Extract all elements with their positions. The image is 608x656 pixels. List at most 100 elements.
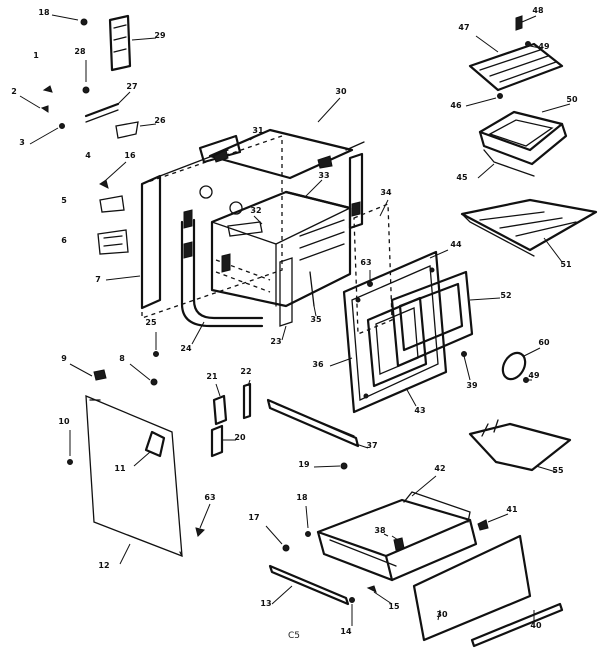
probe-23 [279,257,293,341]
callout-c-30a: 30 [335,87,347,96]
drawer-rail-37 [266,398,369,449]
small-parts-2-3 [19,85,65,145]
callout-c-36: 36 [312,360,324,369]
callout-c-6: 6 [61,236,67,245]
callout-c-9: 9 [61,354,67,363]
door-liner-43 [342,250,448,414]
drawer-front-30 [412,534,532,642]
callout-c-8: 8 [119,354,125,363]
callout-c-31: 31 [252,126,264,135]
top-shield-31 [208,128,354,180]
callout-c-21: 21 [206,372,218,381]
bracket-60 [501,347,541,381]
callout-c-44: 44 [450,240,462,249]
bake-element-cover-55 [468,419,572,473]
callout-c-27: 27 [126,82,137,91]
callout-c-55: 55 [552,466,564,475]
callout-c-18b: 18 [296,493,308,502]
screw-10 [67,430,73,465]
screw-63-top [367,270,373,287]
callout-c-4: 4 [85,151,91,160]
broiler-pan-45 [477,149,535,179]
screw-19 [313,462,348,470]
handle-11 [133,430,166,467]
spring-9-8 [69,363,158,386]
hinge-21-22 [212,379,252,426]
drawer-rail-13 [268,564,350,606]
rack-support-25 [153,332,159,357]
side-bracket-right [345,141,365,230]
callout-c-30b: 30 [436,610,448,619]
callout-c-25: 25 [145,318,157,327]
element-32 [227,215,263,237]
knob-48 [515,15,537,31]
callout-c-32: 32 [250,206,261,215]
callout-c-49a: 49 [538,42,550,51]
drawer-body-42 [316,475,478,582]
callout-c-15: 15 [388,602,400,611]
screw-49-top [525,41,541,49]
leader-33 [305,179,323,197]
screw-15 [366,585,393,605]
outer-door-12 [85,394,183,565]
callout-c-14: 14 [340,627,352,636]
callout-c-48: 48 [532,6,544,15]
outer-oven-body-7 [105,134,283,319]
drawer-screw-38 [391,535,405,551]
callout-c-63a: 63 [360,258,371,267]
broiler-rack-47 [468,35,564,92]
leader-38-drawer [383,533,389,537]
callout-c-28: 28 [74,47,86,56]
callout-c-24: 24 [180,344,192,353]
callout-c-50: 50 [566,95,578,104]
callout-c-45: 45 [456,173,468,182]
callout-c-26: 26 [154,116,166,125]
window-frame-36 [329,296,428,388]
inner-oven-liner-33 [210,190,352,308]
callout-labels: 1812345678910111213141516171819202122232… [11,6,578,636]
callout-c-16: 16 [124,151,136,160]
callout-c-23: 23 [270,337,281,346]
callout-c-22: 22 [240,367,251,376]
callout-c-10: 10 [58,417,70,426]
footer-code: C5 [288,631,300,641]
callout-c-20: 20 [234,433,246,442]
hinge-20 [210,424,236,458]
callout-c-52: 52 [500,291,511,300]
callout-c-2: 2 [11,87,17,96]
callout-c-1: 1 [33,51,39,60]
side-parts-5-6 [97,195,129,255]
callout-c-17: 17 [248,513,259,522]
callout-c-47: 47 [458,23,469,32]
hinge-bracket-29 [108,14,157,72]
drawer-handle-40 [470,602,564,648]
screw-17 [265,525,290,552]
leader-30-top [317,97,341,123]
screw-18-bottom [305,505,311,537]
leader-44 [429,249,449,259]
screw-28 [82,60,90,94]
callout-c-29: 29 [154,31,166,40]
callout-c-5: 5 [61,196,67,205]
probe-35 [309,271,317,317]
clip-26 [115,121,157,139]
callout-c-33: 33 [318,171,329,180]
screw-41 [477,513,509,531]
oven-rack-51 [460,198,598,263]
callout-c-19: 19 [298,460,310,469]
screw-14 [349,597,355,626]
callout-c-41: 41 [506,505,518,514]
callout-c-43: 43 [414,406,425,415]
broiler-pan-50 [478,103,571,166]
callout-c-11: 11 [114,464,126,473]
callout-c-7: 7 [95,275,101,284]
callout-c-40: 40 [530,621,542,630]
callout-c-38: 38 [374,526,386,535]
callout-c-3: 3 [19,138,25,147]
callout-c-42: 42 [434,464,445,473]
callout-c-60: 60 [538,338,550,347]
callout-c-39: 39 [466,381,478,390]
callout-c-46: 46 [450,101,462,110]
frame-24 [180,218,264,345]
screw-63-bottom [195,503,211,537]
